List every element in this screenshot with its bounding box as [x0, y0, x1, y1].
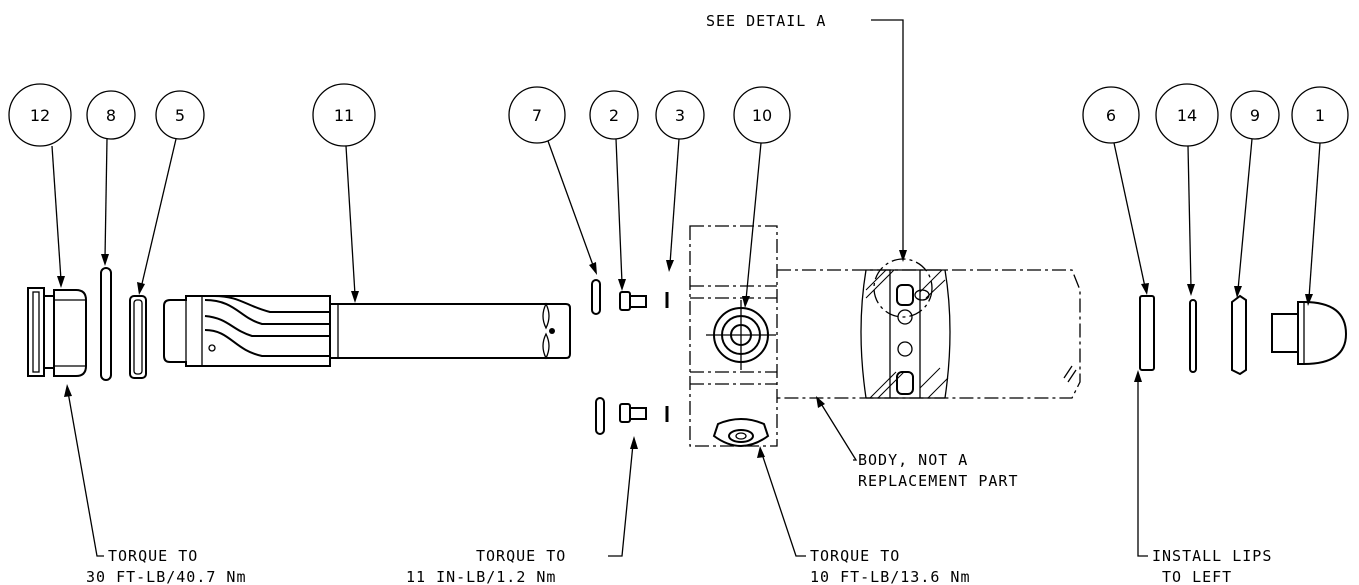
- balloon-leaders: [51, 138, 1321, 308]
- balloon-number: 11: [334, 106, 354, 125]
- note-line: 30 FT-LB/40.7 Nm: [86, 568, 247, 585]
- balloon-item-5: 5: [155, 90, 205, 140]
- note-line: INSTALL LIPS: [1152, 547, 1272, 565]
- part-5-backup-ring: [129, 295, 147, 379]
- balloon-item-2: 2: [589, 90, 639, 140]
- balloon-number: 8: [106, 106, 116, 125]
- note-install-lips: INSTALL LIPS TO LEFT: [1152, 547, 1272, 585]
- balloon-number: 10: [752, 106, 772, 125]
- note-line: REPLACEMENT PART: [858, 472, 1019, 490]
- balloon-number: 2: [609, 106, 619, 125]
- part-14-ring: [1189, 299, 1197, 373]
- part-7-o-ring-lower: [595, 397, 605, 435]
- note-line: 11 IN-LB/1.2 Nm: [406, 568, 556, 585]
- balloon-item-3: 3: [655, 90, 705, 140]
- balloon-item-6: 6: [1082, 86, 1140, 144]
- note-line: BODY, NOT A: [858, 451, 968, 469]
- balloon-number: 5: [175, 106, 185, 125]
- note-torque-10: TORQUE TO 10 FT-LB/13.6 Nm: [810, 547, 971, 585]
- part-9-wiper: [1231, 294, 1247, 376]
- part-7-o-ring-upper: [591, 279, 601, 315]
- balloon-item-7: 7: [508, 86, 566, 144]
- part-8-o-ring: [100, 267, 112, 381]
- balloon-item-11: 11: [312, 83, 376, 147]
- part-10-plug: [706, 300, 776, 447]
- note-line: TORQUE TO: [810, 547, 900, 565]
- note-torque-2: TORQUE TO 11 IN-LB/1.2 Nm: [406, 547, 566, 585]
- balloon-number: 14: [1177, 106, 1197, 125]
- valve-body-phantom: [689, 225, 1081, 447]
- balloon-item-9: 9: [1230, 90, 1280, 140]
- note-torque-12: TORQUE TO 30 FT-LB/40.7 Nm: [86, 547, 247, 585]
- balloon-item-10: 10: [733, 86, 791, 144]
- part-12-gland-nut: [27, 287, 87, 377]
- balloon-number: 7: [532, 106, 542, 125]
- part-11-helical-shaft: [163, 295, 571, 367]
- note-line: 10 FT-LB/13.6 Nm: [810, 568, 971, 585]
- note-line: TO LEFT: [1162, 568, 1232, 585]
- detail-callout-arrow: [899, 250, 907, 262]
- balloon-number: 3: [675, 106, 685, 125]
- note-leaders: [64, 370, 1148, 557]
- note-body: BODY, NOT A REPLACEMENT PART: [858, 451, 1019, 490]
- balloon-number: 9: [1250, 106, 1260, 125]
- balloon-item-12: 12: [8, 83, 72, 147]
- balloon-item-1: 1: [1291, 86, 1349, 144]
- part-6-seal: [1139, 295, 1155, 371]
- balloon-number: 12: [30, 106, 50, 125]
- balloon-number: 1: [1315, 106, 1325, 125]
- note-line: TORQUE TO: [108, 547, 198, 565]
- balloon-number: 6: [1106, 106, 1116, 125]
- note-line: TORQUE TO: [476, 547, 566, 565]
- detail-callout-label: SEE DETAIL A: [706, 12, 826, 30]
- part-2-plug-upper: [619, 291, 647, 311]
- part-2-plug-lower: [619, 403, 647, 423]
- balloon-item-14: 14: [1155, 83, 1219, 147]
- balloon-item-8: 8: [86, 90, 136, 140]
- part-1-piston: [1271, 301, 1348, 365]
- detail-callout-leader: [871, 19, 904, 255]
